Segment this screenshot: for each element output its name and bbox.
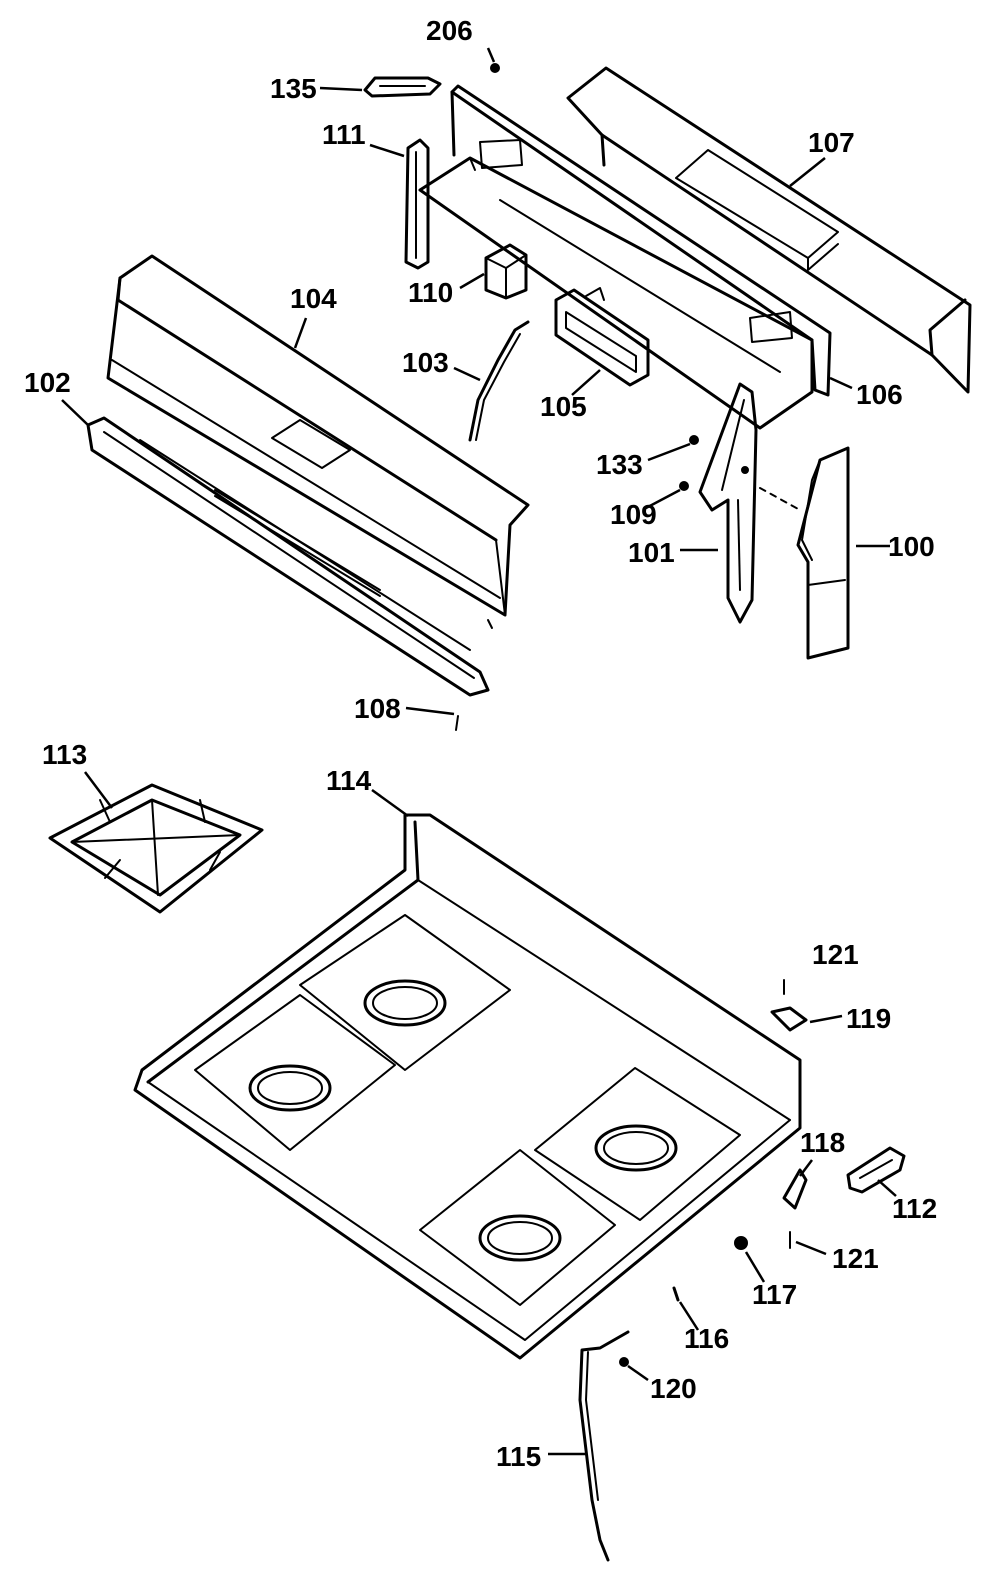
part-115-rod: [578, 1330, 630, 1562]
callout-108: 108: [354, 693, 401, 724]
callout-116: 116: [684, 1323, 729, 1354]
callout-106: 106: [856, 379, 903, 410]
callout-102: 102: [24, 367, 71, 398]
part-133-screw: [689, 435, 699, 445]
part-104-control-panel: [106, 254, 530, 629]
part-119-clip: [770, 1006, 808, 1032]
callout-118: 118: [800, 1127, 845, 1158]
callout-110: 110: [408, 277, 453, 308]
callout-113: 113: [42, 739, 87, 770]
callout-120: 120: [650, 1373, 697, 1404]
part-112-hinge: [846, 1146, 906, 1194]
callout-121-lower: 121: [832, 1243, 879, 1274]
callout-135: 135: [270, 73, 317, 104]
callout-104: 104: [290, 283, 337, 314]
callout-105: 105: [540, 391, 587, 422]
callout-206: 206: [426, 15, 473, 46]
callout-121-upper: 121: [812, 939, 859, 970]
part-110-block: [484, 243, 528, 300]
callout-107: 107: [808, 127, 855, 158]
part-105-control-module: [554, 287, 650, 387]
callout-112: 112: [892, 1193, 937, 1224]
part-111-bracket: [404, 138, 430, 270]
part-100-end-panel: [796, 446, 850, 660]
callout-101: 101: [628, 537, 675, 568]
part-118-bracket: [782, 1168, 808, 1210]
part-113-burner-grate: [48, 783, 264, 914]
part-106-backguard-panel: [418, 84, 832, 430]
part-108-screw: [455, 715, 459, 731]
part-102-lower-trim: [86, 416, 490, 697]
leader-lines: [61, 47, 897, 1456]
part-120-screw: [619, 1357, 629, 1367]
callout-117: 117: [752, 1279, 797, 1310]
callout-100: 100: [888, 531, 935, 562]
callout-119: 119: [846, 1003, 891, 1034]
callout-111: 111: [322, 119, 366, 150]
callout-103: 103: [402, 347, 449, 378]
callout-114: 114: [326, 765, 372, 796]
part-206-screw: [490, 63, 500, 73]
part-114-cooktop: [133, 813, 802, 1360]
callout-133: 133: [596, 449, 643, 480]
part-101-side-bracket: [698, 382, 758, 624]
part-117-grommet: [734, 1236, 748, 1250]
part-109-screw: [679, 481, 689, 491]
callout-115: 115: [496, 1441, 541, 1472]
part-135-clip: [363, 76, 442, 98]
dashed-connector: [759, 487, 801, 511]
callout-109: 109: [610, 499, 657, 530]
part-107-top-trim: [566, 66, 972, 394]
part-116-pin: [672, 1286, 680, 1302]
part-103-wire: [468, 320, 530, 442]
